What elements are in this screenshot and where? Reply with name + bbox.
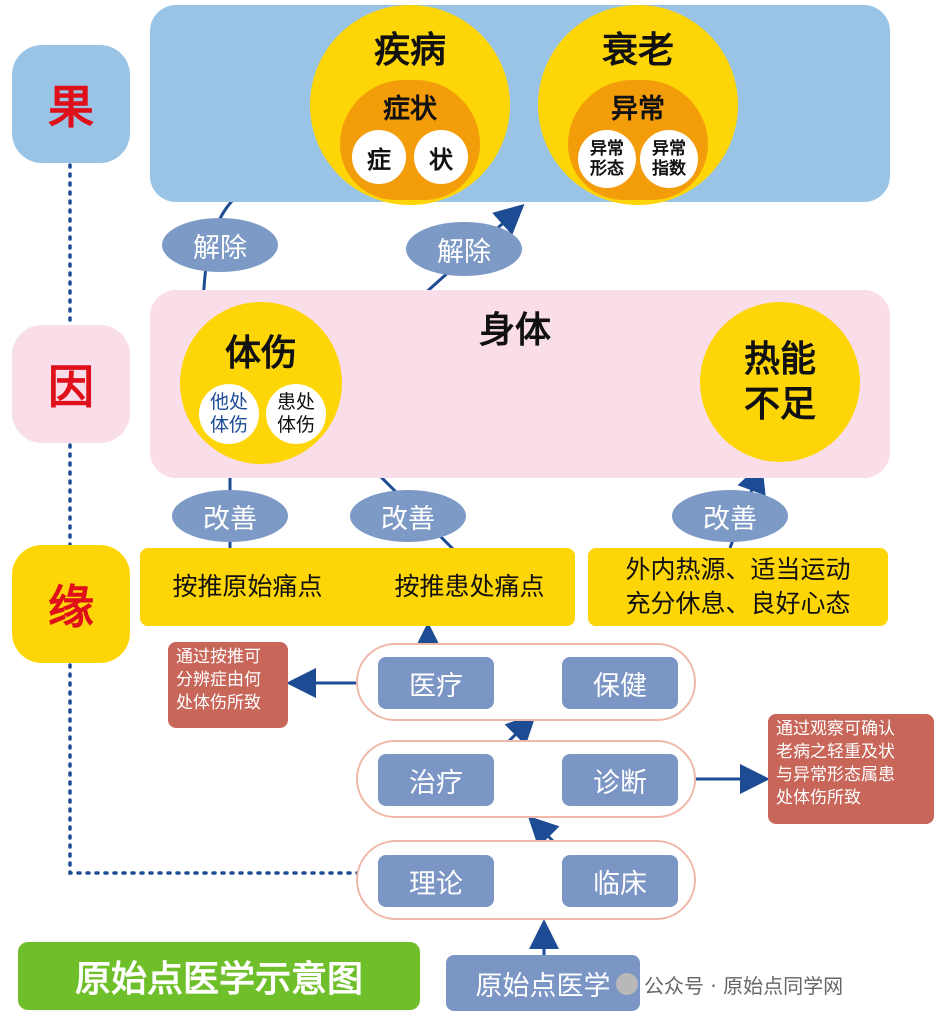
clinical-box: 临床 [562, 855, 678, 907]
result-panel [150, 5, 890, 202]
abnormal-item-shape: 异常 形态 [578, 130, 636, 188]
body-title: 身体 [478, 310, 551, 351]
improve-label-2: 改善 [350, 490, 466, 542]
symptom-title: 症状 [383, 93, 437, 125]
injury-item-other: 他处 体伤 [199, 384, 259, 444]
wechat-icon [616, 973, 638, 995]
abnormal-item-index: 异常 指数 [640, 130, 698, 188]
aging-title: 衰老 [601, 30, 674, 71]
health-box: 保健 [562, 657, 678, 709]
note-right: 通过观察可确认 老病之轻重及状 与异常形态属患 处体伤所致 [768, 714, 934, 824]
abnormal-title: 异常 [611, 93, 665, 125]
level-guo: 果 [12, 45, 130, 163]
dotted-line-yuan-theory [68, 663, 380, 875]
disease-title: 疾病 [373, 30, 446, 71]
wellness-text: 外内热源、适当运动 充分休息、良好心态 [588, 548, 888, 626]
medical-box: 医疗 [378, 657, 494, 709]
remove-label-2: 解除 [406, 222, 522, 276]
treatment-box: 治疗 [378, 754, 494, 806]
symptom-item-zhuang: 状 [414, 130, 468, 184]
watermark: 公众号 · 原始点同学网 [616, 968, 936, 1000]
improve-label-1: 改善 [172, 490, 288, 542]
watermark-text: 公众号 · 原始点同学网 [644, 973, 844, 998]
diagnosis-box: 诊断 [562, 754, 678, 806]
massage-origin-text: 按推原始痛点 [172, 572, 323, 601]
injury-item-affected: 患处 体伤 [266, 384, 326, 444]
remove-label-1: 解除 [162, 218, 278, 272]
diagram-title: 原始点医学示意图 [18, 942, 420, 1010]
level-yuan: 缘 [12, 545, 130, 663]
heat-circle: 热能 不足 [700, 302, 860, 462]
massage-affected-text: 按推患处痛点 [394, 572, 545, 601]
level-yin: 因 [12, 325, 130, 443]
symptom-item-zheng: 症 [352, 130, 406, 184]
theory-box: 理论 [378, 855, 494, 907]
root-box: 原始点医学 [446, 955, 640, 1011]
injury-title: 体伤 [224, 333, 297, 374]
massage-bar [140, 548, 575, 626]
note-left: 通过按推可 分辨症由何 处体伤所致 [168, 642, 288, 728]
improve-label-3: 改善 [672, 490, 788, 542]
